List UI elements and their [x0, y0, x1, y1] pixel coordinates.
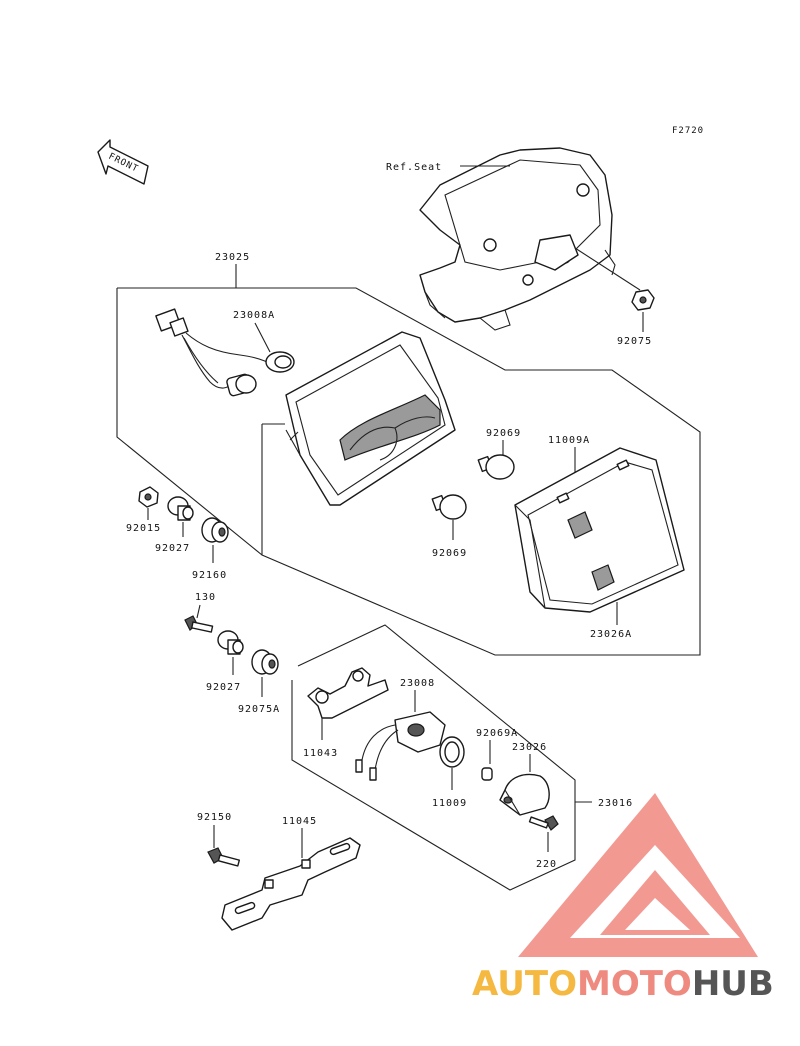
watermark-moto: MOTO — [577, 964, 692, 1004]
label-92069-upper: 92069 — [486, 428, 521, 439]
label-23008A: 23008A — [233, 310, 275, 321]
watermark-text: AUTOMOTOHUB — [472, 964, 774, 1004]
bolt-130 — [184, 615, 214, 633]
label-11009A: 11009A — [548, 435, 590, 446]
screw-220 — [528, 815, 559, 831]
label-11043: 11043 — [303, 748, 338, 759]
license-bracket-11045 — [221, 837, 361, 931]
label-23008: 23008 — [400, 678, 435, 689]
label-11009: 11009 — [432, 798, 467, 809]
nut-92015 — [138, 486, 159, 508]
wire-harness — [155, 308, 295, 397]
grommet-92075A — [251, 649, 279, 675]
ref-seat-label: Ref.Seat — [386, 162, 442, 173]
collar-92027-upper — [167, 496, 194, 521]
label-92069-lower: 92069 — [432, 548, 467, 559]
nut-92075 — [631, 289, 655, 311]
label-23016: 23016 — [598, 798, 633, 809]
label-92015: 92015 — [126, 523, 161, 534]
bulb-92069-lower — [431, 494, 467, 520]
label-92150: 92150 — [197, 812, 232, 823]
gasket-11009 — [439, 736, 465, 768]
bulb-92069-upper — [477, 454, 515, 480]
label-23025: 23025 — [215, 252, 250, 263]
label-130: 130 — [195, 592, 216, 603]
bolt-92150 — [207, 847, 241, 867]
grommet-92160 — [201, 517, 229, 543]
tail-light-housing — [285, 331, 456, 506]
label-92027-lower: 92027 — [206, 682, 241, 693]
label-92160: 92160 — [192, 570, 227, 581]
bulb-92069A — [481, 767, 493, 781]
label-23026A: 23026A — [590, 629, 632, 640]
watermark-hub: HUB — [692, 964, 774, 1004]
label-11045: 11045 — [282, 816, 317, 827]
license-lamp-23026 — [499, 773, 550, 816]
label-92075A: 92075A — [238, 704, 280, 715]
automotohub-logo-icon — [518, 793, 758, 957]
front-arrow-icon: FRONT — [97, 139, 149, 185]
label-220: 220 — [536, 859, 557, 870]
label-92027-upper: 92027 — [155, 543, 190, 554]
watermark-auto: AUTO — [472, 964, 577, 1004]
socket-23008 — [355, 711, 446, 781]
seat-bracket — [419, 147, 616, 331]
label-23026: 23026 — [512, 742, 547, 753]
label-92075: 92075 — [617, 336, 652, 347]
figure-id: F2720 — [672, 126, 704, 136]
bracket-11043 — [307, 667, 389, 719]
tail-lens — [514, 447, 685, 613]
label-92069A: 92069A — [476, 728, 518, 739]
collar-92027-lower — [217, 630, 244, 655]
